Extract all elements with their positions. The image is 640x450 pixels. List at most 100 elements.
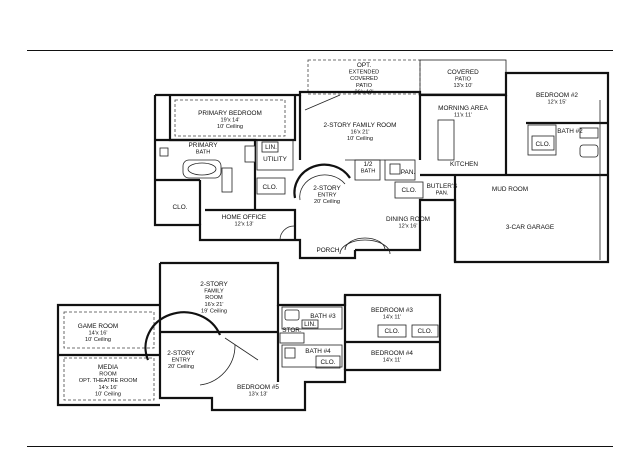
room-label-line: OPT. THEATRE ROOM [79,378,138,384]
room-label-line: COVERED [447,69,479,76]
room-label-line: BATH #4 [305,348,331,355]
room-label-line: 12'x 16' [399,224,418,230]
room-label-line: BATH #3 [310,313,336,320]
room-label-line: PRIMARY BEDROOM [198,110,262,117]
pantry-outline [384,159,416,181]
pantry-label: PAN. [401,169,416,176]
room-label-line: MEDIA [98,364,119,371]
game-room-ceiling [63,311,155,349]
room-label-line: MUD ROOM [492,186,528,193]
room-label-line: 2-STORY [167,350,195,357]
bath4-outline [281,344,343,368]
room-label-line: CLO. [263,184,278,191]
room-label-line: CLO. [536,141,551,148]
fridge-icon [389,163,401,175]
room-label-line: STOR. [282,327,302,334]
half-bath-outline [354,159,381,181]
room-label-line: BATH [196,150,211,156]
opt-patio-outline [307,59,421,95]
room-label-line: BEDROOM #2 [536,92,578,99]
second-floor [56,261,442,412]
bath4-label: BATH #4 [305,348,331,355]
room-label-line: 14'x 16' [99,385,118,391]
room-label-line: CLO. [321,359,336,366]
room-label-line: 14'x 11' [383,315,402,321]
clo-utility-label: CLO. [263,184,278,191]
bath2-tub-icon [579,144,599,158]
shower-icon [221,167,233,193]
room-label-line: 13'x 10' [454,83,473,89]
room-label-line: 16'x 21' [205,302,224,308]
room-label-line: PAN. [436,191,449,197]
room-label-line: 10' Ceiling [347,136,373,142]
bath4-vanity-icon [284,347,296,359]
first-floor [153,59,610,264]
room-label-line: CLO. [173,204,188,211]
room-label-line: 10' Ceiling [95,391,121,397]
primary-bath-wall [155,138,257,210]
office-door-swing [279,225,295,241]
porch-label: PORCH [316,247,339,254]
utility-label: UTILITY [263,156,288,163]
upper-stair-curve [144,311,222,361]
clo-utility-outline [256,177,286,195]
bath3-label: BATH #3 [310,313,336,320]
room-label-line: LIN. [265,144,277,151]
room-label-line: PATIO [455,77,472,83]
bath2-vanity-icon [579,127,599,139]
room-label-line: BATH [361,169,376,175]
room-label-line: HOME OFFICE [222,214,266,221]
clo-b4-label: CLO. [321,359,336,366]
room-label-line: 1/2 [364,161,373,168]
room-label-line: 3-CAR GARAGE [506,224,554,231]
room-label-line: 20' Ceiling [314,199,340,205]
toilet-icon [159,147,169,157]
room-label-line: 20' Ceiling [168,364,194,370]
room-label-line: BEDROOM #5 [237,384,279,391]
room-label-line: OPT. [357,62,371,69]
clo-b3b-label: CLO. [418,328,433,335]
room-label-line: 11'x 11' [454,113,472,119]
room-label-line: CLO. [402,187,417,194]
room-label-line: ENTRY [318,193,337,199]
room-label-line: PORCH [316,247,339,254]
first-floor-outer-wall [155,71,610,264]
clo-b4-outline [315,355,341,369]
primary-bedroom-ceiling [174,99,286,137]
clo-b3a-label: CLO. [385,328,400,335]
room-label-line: BEDROOM #3 [371,307,413,314]
first-floor-west-wall [153,95,357,260]
room-label-line: MORNING AREA [438,105,488,112]
kitchen-island-icon [437,119,455,161]
bath3-outline [281,306,343,330]
room-label-line: DINING ROOM [386,216,430,223]
bath3-tub-icon [284,309,300,321]
room-label-line: BUTLER'S [427,183,458,190]
room-label-line: ENTRY [172,358,191,364]
clo-b2-label: CLO. [536,141,551,148]
room-label-line: FAMILY [204,289,224,295]
room-label-line: PRIMARY [188,142,218,149]
room-label-line: EXTENDED [349,70,379,76]
room-label-line: 26'x 10' [355,89,374,95]
lin-closet-outline [261,141,279,153]
room-label-line: 19' Ceiling [201,308,227,314]
room-label-line: COVERED [350,76,378,82]
home-office-wall [205,208,297,240]
